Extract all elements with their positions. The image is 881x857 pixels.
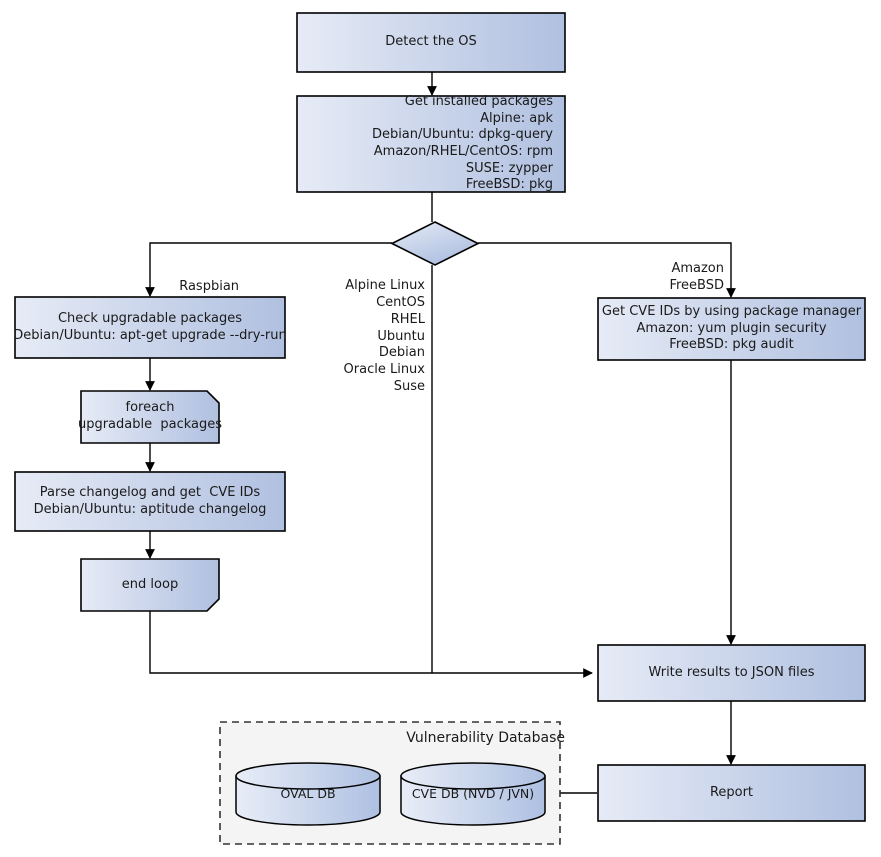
node-write-results[interactable] <box>597 644 866 702</box>
edge-label-raspbian: Raspbian <box>179 278 240 294</box>
node-oval-db[interactable] <box>235 762 381 826</box>
node-get-installed-packages[interactable] <box>296 95 566 193</box>
edge-label-right-os-list: Amazon FreeBSD <box>669 260 724 293</box>
node-parse-changelog[interactable] <box>14 471 286 532</box>
node-detect-os[interactable] <box>296 12 566 73</box>
node-end-loop[interactable] <box>80 558 220 612</box>
edge-endloop-to-write <box>149 611 593 678</box>
node-os-decision[interactable] <box>390 221 480 266</box>
node-get-cve-ids[interactable] <box>597 297 866 361</box>
edge-label-middle-os-list: Alpine Linux CentOS RHEL Ubuntu Debian O… <box>343 277 425 395</box>
node-check-upgradable[interactable] <box>14 296 286 359</box>
edge-decision-raspbian <box>145 242 392 297</box>
node-report[interactable] <box>597 764 866 822</box>
edge-decision-right <box>478 242 736 298</box>
node-foreach-loop[interactable] <box>80 390 220 444</box>
node-cve-db[interactable] <box>400 762 546 826</box>
